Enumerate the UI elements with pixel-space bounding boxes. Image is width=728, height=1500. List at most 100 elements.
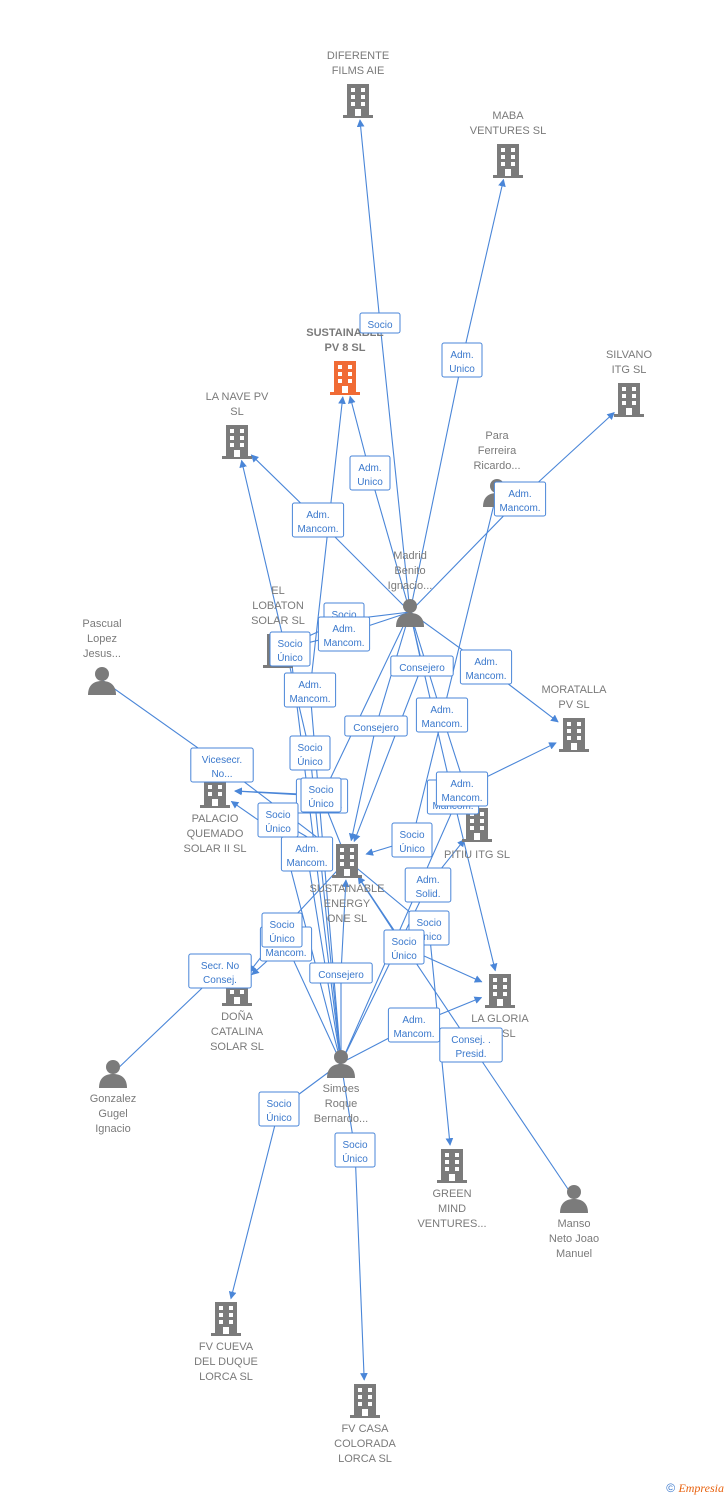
- node-label: SILVANO: [606, 349, 652, 361]
- edge-label-madrid-lobaton[interactable]: Adm. Mancom.: [317, 616, 371, 652]
- edge-label-simoes-lagloria[interactable]: Adm. Mancom.: [387, 1007, 441, 1043]
- edge-label-madrid-sustain8[interactable]: Adm.Unico: [349, 455, 391, 491]
- building-icon: [437, 1149, 467, 1183]
- edge-label-madrid-silvano[interactable]: Adm.Mancom.: [493, 481, 547, 517]
- edge-line-madrid-diferente: [356, 119, 411, 613]
- node-label: Ricardo...: [473, 460, 520, 472]
- edge-label-text: Mancom.: [393, 1029, 434, 1040]
- node-label: SOLAR II SL: [184, 843, 247, 855]
- edge-label-text: Socio: [277, 639, 302, 650]
- node-green[interactable]: GREENMINDVENTURES...: [417, 1149, 487, 1230]
- edge-label-box: [459, 649, 513, 685]
- edge-label-simoes-pitiu[interactable]: Adm.Solid.: [404, 867, 452, 903]
- edge-label-madrid-sustone[interactable]: Consejero: [344, 715, 408, 737]
- edge-label-simoes-moratalla[interactable]: Adm. Mancom.: [435, 771, 489, 807]
- node-label: FILMS AIE: [332, 65, 385, 77]
- node-label: COLORADA: [334, 1438, 396, 1450]
- node-label: Para: [485, 430, 509, 442]
- edge-label-madrid-lanave[interactable]: Adm.Mancom.: [291, 502, 345, 538]
- edge-label-box: [190, 747, 254, 783]
- node-pascual[interactable]: PascualLopezJesus...: [82, 618, 122, 695]
- edge-label-madrid-sustone[interactable]: Consejero: [390, 655, 454, 677]
- node-label: PITIU ITG SL: [444, 849, 510, 861]
- edge-label-box: [334, 1132, 376, 1168]
- edge-label-simoes-sustone[interactable]: Consejero: [309, 962, 373, 984]
- node-label: LORCA SL: [338, 1453, 392, 1465]
- node-label: LOBATON: [252, 600, 304, 612]
- edge-line-simoes-dona: [251, 943, 342, 1064]
- node-label: Gonzalez: [90, 1093, 136, 1105]
- edge-label-madrid-moratalla[interactable]: Adm.Mancom.: [459, 649, 513, 685]
- edge-label-text: Mancom.: [441, 793, 482, 804]
- node-simoes[interactable]: SimoesRoqueBernardo...: [314, 1050, 368, 1125]
- edge-label-text: Socio: [308, 785, 333, 796]
- edge-label-text: Presid.: [455, 1049, 486, 1060]
- building-icon: [493, 144, 523, 178]
- edge-label-text: Adm.: [332, 624, 355, 635]
- edge-label-text: Adm.: [430, 705, 453, 716]
- edge-label-text: Único: [266, 1111, 292, 1124]
- node-pitiu[interactable]: PITIU ITG SL: [444, 808, 510, 861]
- edge-label-madrid-diferente[interactable]: Socio: [359, 312, 401, 334]
- edge-label-box: [309, 962, 373, 984]
- edge-label-manso-sustone[interactable]: Consej. .Presid.: [439, 1027, 503, 1063]
- edge-label-text: Mancom.: [421, 719, 462, 730]
- brand-logo[interactable]: Empresia: [678, 1481, 724, 1495]
- node-para[interactable]: ParaFerreiraRicardo...: [473, 430, 521, 507]
- edge-label-text: Socio: [269, 920, 294, 931]
- edge-label-text: Adm.: [450, 779, 473, 790]
- node-label: MORATALLA: [542, 684, 608, 696]
- edge-label-simoes-palacio[interactable]: Adm.Mancom.: [280, 836, 334, 872]
- node-label: CATALINA: [211, 1026, 264, 1038]
- edge-label-text: Socio: [265, 810, 290, 821]
- copyright-footer: © Empresia: [666, 1481, 724, 1496]
- edge-label-box: [283, 672, 337, 708]
- node-madrid[interactable]: MadridBenitoIgnacio...: [388, 550, 433, 627]
- edge-label-text: Único: [277, 651, 303, 664]
- edge-label-text: Único: [391, 949, 417, 962]
- edge-label-text: Adm.: [474, 657, 497, 668]
- edge-label-text: Solid.: [415, 889, 440, 900]
- edge-label-box: [435, 771, 489, 807]
- building-icon: [559, 718, 589, 752]
- node-label: VENTURES SL: [470, 125, 546, 137]
- edge-label-text: Adm.: [295, 844, 318, 855]
- edge-label-simoes-sustain8[interactable]: Adm.Mancom.: [283, 672, 337, 708]
- edge-label-text: Socio: [266, 1099, 291, 1110]
- node-label: Manuel: [556, 1248, 592, 1260]
- edge-label-madrid-maba[interactable]: Adm.Unico: [441, 342, 483, 378]
- edge-label-text: Mancom.: [323, 638, 364, 649]
- node-label: Jesus...: [83, 648, 121, 660]
- edge-label-madrid-pitiu[interactable]: Adm. Mancom.: [415, 697, 469, 733]
- edge-label-box: [383, 929, 425, 965]
- copyright-symbol: ©: [666, 1481, 676, 1495]
- edge-label-text: Adm.: [402, 1015, 425, 1026]
- edge-label-pascual-sustone[interactable]: Vicesecr.No...: [190, 747, 254, 783]
- edge-label-text: Mancom.: [499, 503, 540, 514]
